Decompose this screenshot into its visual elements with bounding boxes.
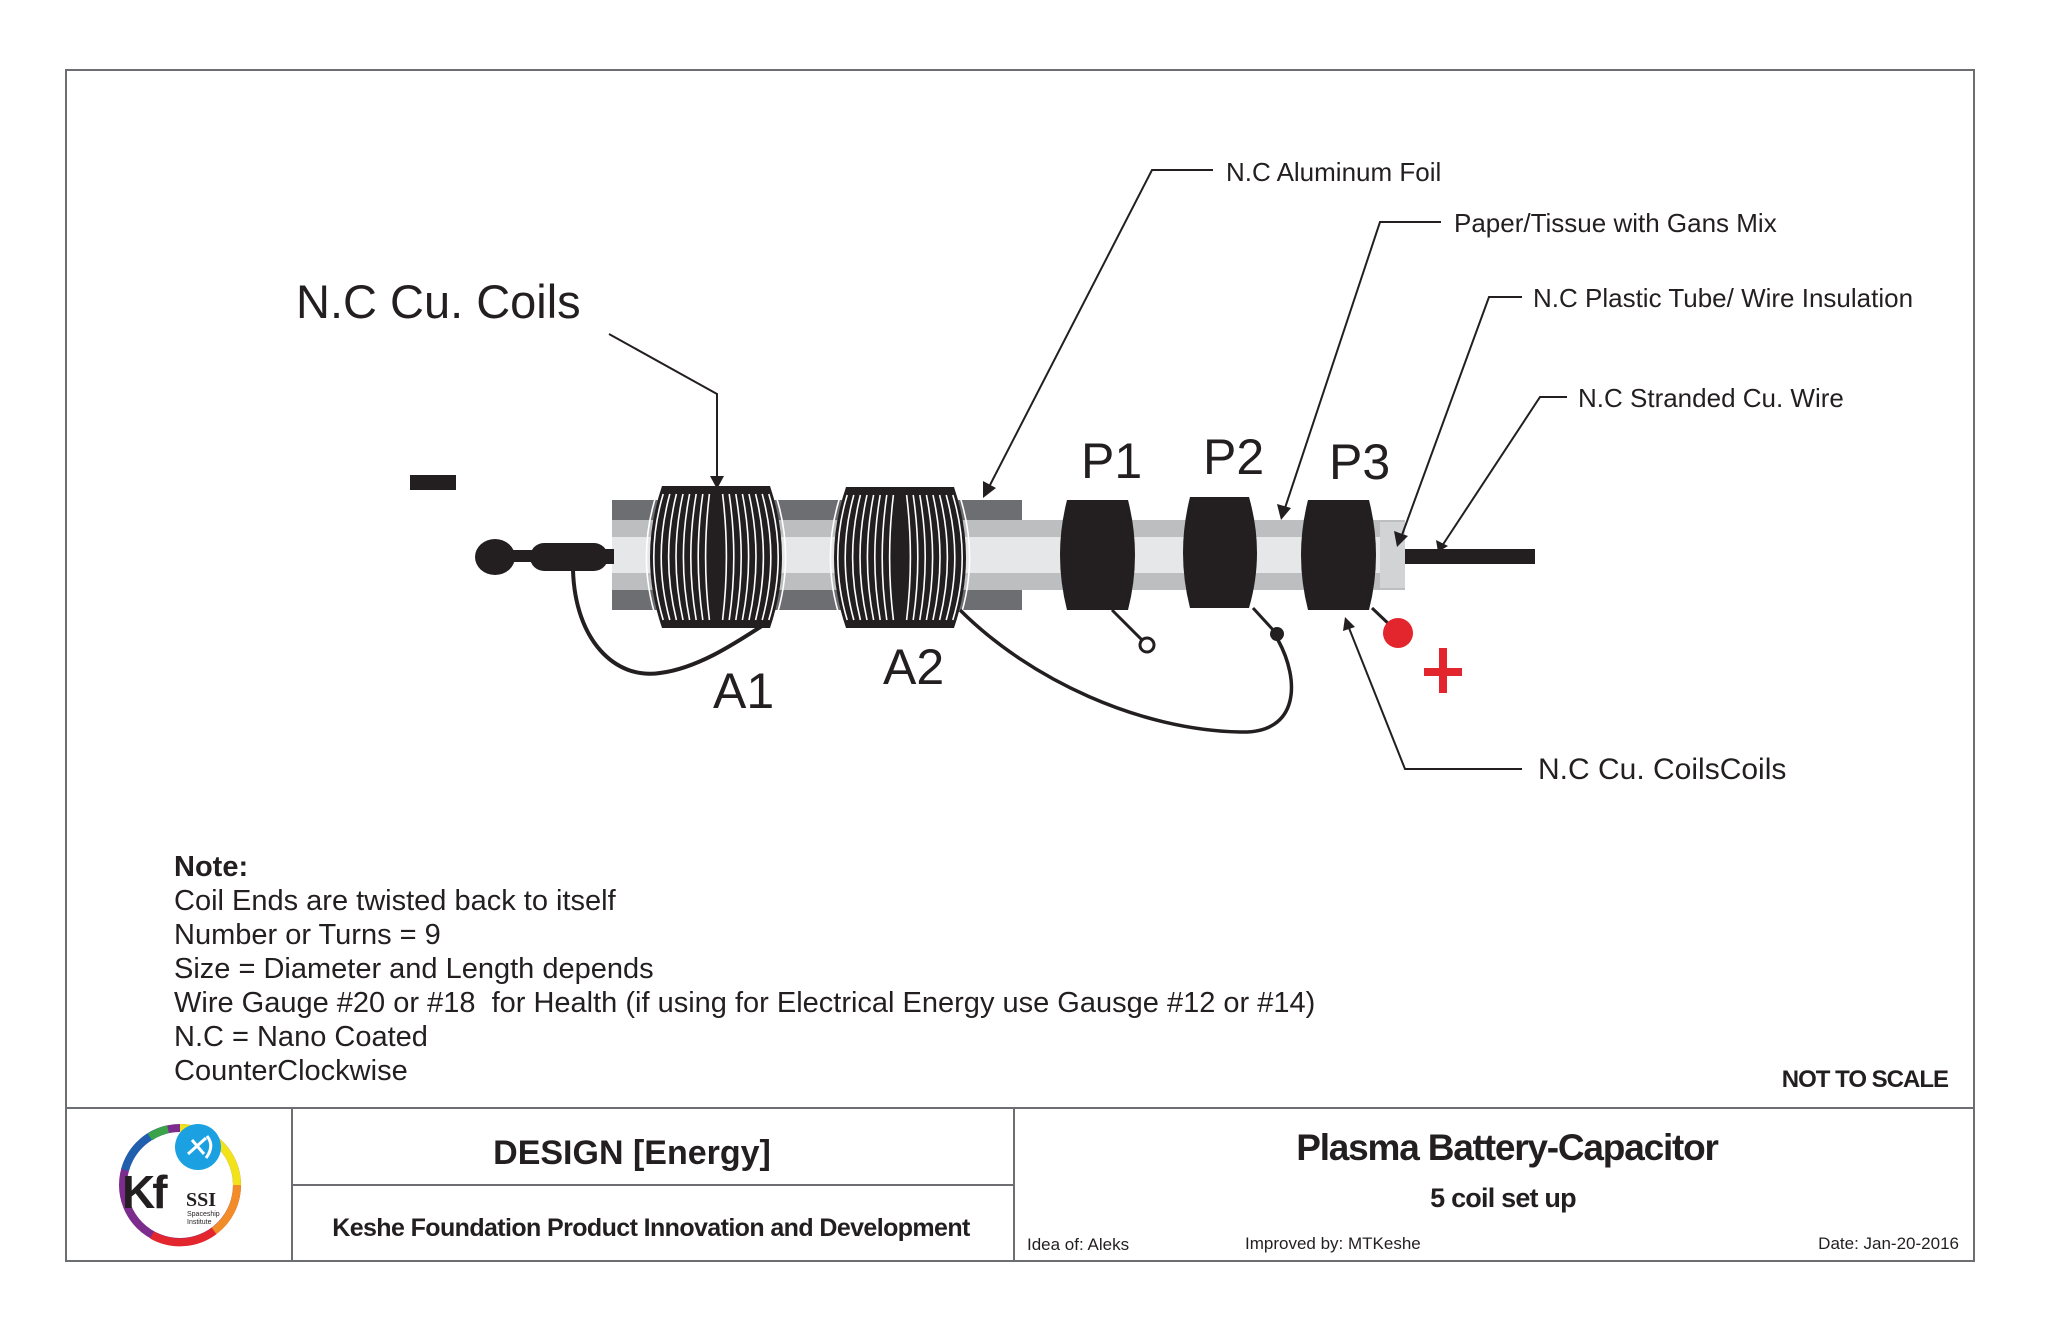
- notes-block: Note: Coil Ends are twisted back to itse…: [174, 851, 1315, 1087]
- coil-turn: [704, 493, 711, 621]
- coil-turn: [660, 493, 671, 621]
- organization-name: Keshe Foundation Product Innovation and …: [332, 1214, 971, 1242]
- title-block: Kf SSI Spaceship Institute DESIGN [Energ…: [66, 1107, 1974, 1261]
- coil-turn: [844, 494, 855, 621]
- coil-turn: [645, 493, 658, 621]
- label-paper-tissue: Paper/Tissue with Gans Mix: [1454, 208, 1777, 238]
- negative-terminal: [475, 539, 770, 676]
- callout-aluminum-foil: [983, 169, 1213, 498]
- coil-turn: [851, 494, 862, 621]
- not-to-scale-label: NOT TO SCALE: [1782, 1066, 1949, 1093]
- logo-kf: Kf: [122, 1166, 168, 1218]
- coil-a1: [645, 486, 787, 628]
- tube-end-cap: [1380, 522, 1405, 588]
- coil-turn: [735, 493, 742, 621]
- notes-heading: Note:: [174, 851, 248, 883]
- callout-stranded-wire: [1436, 396, 1567, 552]
- coil-turn: [768, 493, 779, 621]
- coil-turn: [761, 493, 772, 621]
- coil-turn: [690, 493, 697, 621]
- coil-turn: [697, 493, 704, 621]
- callout-paper-tissue: [1277, 221, 1441, 520]
- label-stranded-wire: N.C Stranded Cu. Wire: [1578, 383, 1844, 413]
- drawing-subtitle: 5 coil set up: [1430, 1183, 1576, 1213]
- label-p2: P2: [1203, 429, 1264, 485]
- label-plastic-tube: N.C Plastic Tube/ Wire Insulation: [1533, 283, 1913, 313]
- coil-turn: [653, 493, 664, 621]
- coil-p2: [1183, 497, 1284, 641]
- positive-terminal: [1383, 618, 1413, 648]
- note-line: Coil Ends are twisted back to itself: [174, 885, 617, 917]
- coil-turn: [682, 493, 691, 621]
- negative-sign-icon: [410, 475, 456, 490]
- coil-turn: [952, 494, 963, 621]
- p1-terminal-open: [1138, 636, 1156, 654]
- coil-turn: [912, 494, 919, 621]
- coil-turn: [932, 494, 941, 621]
- label-a1: A1: [713, 663, 774, 719]
- callout-cu-coils-right: [1343, 617, 1522, 770]
- coil-turn: [837, 494, 848, 621]
- idea-of: Idea of: Aleks: [1027, 1235, 1129, 1254]
- note-line: Number or Turns = 9: [174, 919, 441, 951]
- coil-turn: [748, 493, 757, 621]
- callout-cu-coils-left: [608, 333, 724, 489]
- coil-turn: [958, 494, 971, 621]
- coil-turn: [888, 494, 895, 621]
- coil-turn: [675, 493, 684, 621]
- label-a2: A2: [883, 639, 944, 695]
- coil-turn: [881, 494, 888, 621]
- a2-to-p2-wire: [958, 608, 1294, 734]
- note-line: Wire Gauge #20 or #18 for Health (if usi…: [174, 987, 1315, 1019]
- coil-turn: [728, 493, 735, 621]
- coil-p3: [1301, 500, 1413, 648]
- coil-turn: [754, 493, 765, 621]
- label-aluminum-foil: N.C Aluminum Foil: [1226, 157, 1441, 187]
- kfssi-logo: Kf SSI Spaceship Institute: [119, 1124, 242, 1247]
- coil-turn: [774, 493, 787, 621]
- coil-turn: [945, 494, 956, 621]
- label-p3: P3: [1329, 434, 1390, 490]
- coil-turn: [938, 494, 949, 621]
- callout-plastic-tube: [1394, 296, 1522, 547]
- label-p1: P1: [1081, 433, 1142, 489]
- coil-a2: [829, 487, 971, 628]
- coil-body: [650, 486, 782, 628]
- coil-turn: [859, 494, 868, 621]
- coil-turn: [721, 493, 728, 621]
- drawing-title: Plasma Battery-Capacitor: [1296, 1127, 1718, 1168]
- coil-turn: [866, 494, 875, 621]
- note-line: CounterClockwise: [174, 1055, 408, 1087]
- coil-body: [834, 487, 966, 628]
- drawing-date: Date: Jan-20-2016: [1818, 1234, 1959, 1253]
- coil-turn: [905, 494, 912, 621]
- label-cu-coils-left: N.C Cu. Coils: [296, 275, 581, 328]
- label-cu-coils-right: N.C Cu. CoilsCoils: [1538, 753, 1786, 786]
- note-line: N.C = Nano Coated: [174, 1021, 428, 1053]
- improved-by: Improved by: MTKeshe: [1245, 1234, 1421, 1253]
- coil-turn: [919, 494, 926, 621]
- note-line: Size = Diameter and Length depends: [174, 953, 654, 985]
- coil-turn: [925, 494, 934, 621]
- drawing-frame: [65, 69, 1975, 1262]
- logo-caption-2: Institute: [187, 1219, 212, 1226]
- positive-sign-icon: [1424, 648, 1462, 693]
- logo-ssi: SSI: [186, 1189, 216, 1211]
- coil-p1: [1060, 500, 1156, 654]
- stranded-cu-wire: [1405, 549, 1535, 564]
- coil-turn: [741, 493, 750, 621]
- coil-turn: [667, 493, 678, 621]
- coil-turn: [829, 494, 842, 621]
- design-category: DESIGN [Energy]: [493, 1134, 771, 1172]
- coil-turn: [874, 494, 881, 621]
- logo-caption-1: Spaceship: [187, 1211, 220, 1218]
- p2-terminal-closed: [1270, 627, 1284, 641]
